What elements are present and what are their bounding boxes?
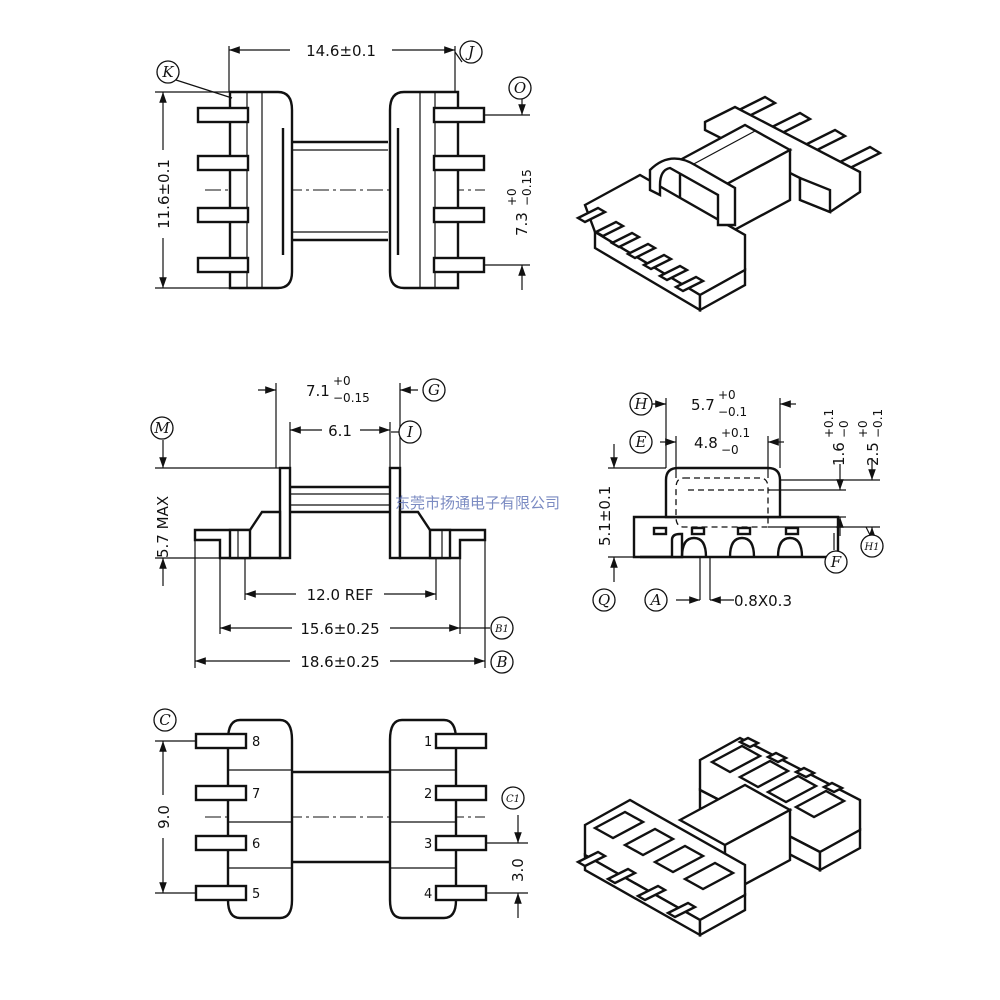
- label-F: F: [830, 553, 842, 571]
- label-G: G: [428, 381, 440, 399]
- dim-end-slot-h2: 2.5: [864, 442, 882, 466]
- dim-top-pin-span-tol-upper: +0: [505, 188, 519, 206]
- dim-end-height: 5.1±0.1: [596, 486, 614, 546]
- dim-top-pin-span-tol-lower: −0.15: [520, 169, 534, 206]
- label-M: M: [153, 419, 170, 437]
- label-E: E: [635, 433, 647, 451]
- dim-side-flange-tol-lower: −0.15: [333, 391, 370, 405]
- watermark-text: 东莞市扬通电子有限公司: [395, 494, 560, 512]
- pin-5: 5: [252, 887, 260, 902]
- bottom-view: 8 7 6 5 1 2 3 4 9.0 C 3.0 C1: [153, 708, 528, 920]
- label-A: A: [649, 591, 662, 609]
- dim-side-flange-tol-upper: +0: [333, 374, 351, 388]
- dim-side-flange: 7.1: [306, 382, 330, 400]
- dim-side-ref: 12.0 REF: [307, 586, 374, 604]
- dim-end-slot-h2-tol-upper: +0: [856, 420, 870, 438]
- dim-bottom-span: 9.0: [155, 805, 173, 829]
- pin-1: 1: [424, 735, 432, 750]
- pin-7: 7: [252, 787, 260, 802]
- dim-top-width: 14.6±0.1: [306, 42, 376, 60]
- label-H1: H1: [863, 542, 879, 553]
- dim-bottom-pitch: 3.0: [509, 858, 527, 882]
- top-view: 14.6±0.1 J 11.6±0.1 K 7.3 +0 −0.15 O: [155, 40, 534, 290]
- dim-end-width-tol-upper: +0: [718, 388, 736, 402]
- dim-side-b1: 15.6±0.25: [300, 620, 379, 638]
- dim-end-width: 5.7: [691, 396, 715, 414]
- label-I: I: [406, 423, 414, 441]
- dim-side-inner: 6.1: [328, 422, 352, 440]
- label-K: K: [161, 63, 174, 81]
- dim-end-slot-h-tol-upper: +0.1: [822, 409, 836, 438]
- side-view: 7.1 +0 −0.15 G 6.1 I 5.7 MAX M 12.0 REF: [150, 374, 514, 674]
- label-O: O: [514, 79, 526, 97]
- dim-end-inner: 4.8: [694, 434, 718, 452]
- label-B1: B1: [494, 624, 509, 635]
- dim-end-slot-h: 1.6: [830, 442, 848, 466]
- pin-6: 6: [252, 837, 260, 852]
- dim-end-inner-tol-upper: +0.1: [721, 426, 750, 440]
- label-B: B: [495, 653, 507, 671]
- dim-end-slot-h2-tol-lower: −0.1: [871, 409, 885, 438]
- pin-3: 3: [424, 837, 432, 852]
- dim-end-slot-h-tol-lower: −0: [837, 420, 851, 438]
- dim-side-height: 5.7 MAX: [154, 496, 172, 558]
- label-C: C: [159, 711, 171, 729]
- dim-top-height: 11.6±0.1: [155, 159, 173, 229]
- isometric-view-top: [575, 95, 883, 313]
- pin-2: 2: [424, 787, 432, 802]
- end-view: 5.7 +0 −0.1 H 4.8 +0.1 −0 E 5.1±0.1 Q 0.…: [592, 388, 885, 612]
- label-Q: Q: [598, 591, 610, 609]
- dim-end-width-tol-lower: −0.1: [718, 405, 747, 419]
- dim-end-inner-tol-lower: −0: [721, 443, 739, 457]
- dim-side-b: 18.6±0.25: [300, 653, 379, 671]
- label-J: J: [465, 43, 475, 61]
- label-H: H: [633, 395, 648, 413]
- dim-top-pin-span: 7.3: [513, 212, 531, 236]
- dim-end-pin: 0.8X0.3: [734, 592, 792, 610]
- pin-8: 8: [252, 735, 260, 750]
- isometric-view-bottom: [575, 736, 862, 938]
- pin-4: 4: [424, 887, 432, 902]
- label-C1: C1: [506, 794, 520, 805]
